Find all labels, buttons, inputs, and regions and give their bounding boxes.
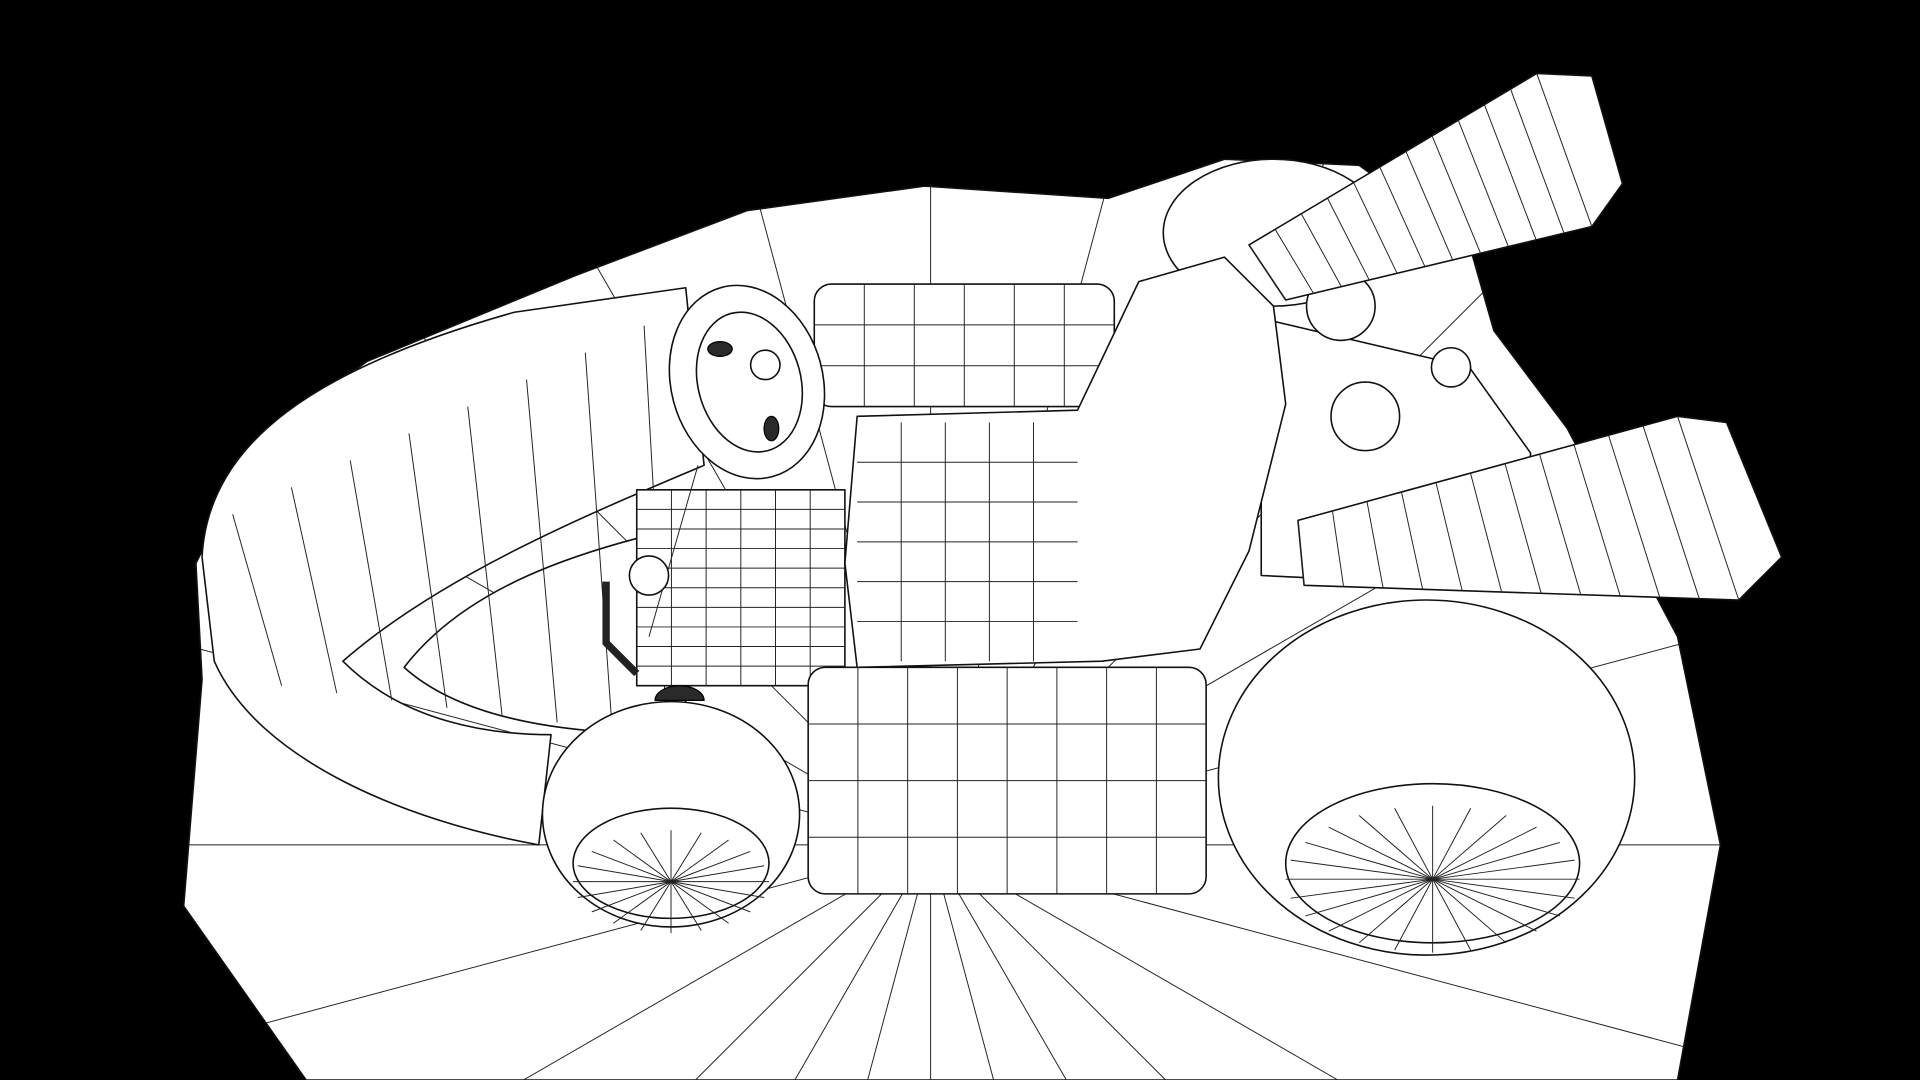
wire-edge [1305, 841, 1433, 880]
wire-edge [613, 839, 672, 883]
wire-edge [1248, 244, 1287, 301]
front-wheel [541, 700, 801, 934]
wire-edge [1305, 878, 1433, 917]
wire-edge [467, 406, 503, 716]
wire-edge [670, 881, 702, 931]
wire-edge [1379, 166, 1426, 267]
wire-edge [1290, 859, 1433, 880]
wire-edge [1608, 435, 1661, 598]
exhaust-upper [1248, 72, 1624, 301]
wire-edge [577, 865, 672, 883]
wire-edge [1358, 815, 1433, 880]
wire-edge [584, 352, 613, 730]
seat [844, 256, 1287, 669]
wire-edge [1432, 878, 1507, 944]
side-pod-lower [807, 666, 1207, 895]
wire-edge [1536, 73, 1593, 227]
wire-edge [613, 881, 672, 924]
wire-edge [1353, 182, 1398, 274]
wire-edge [640, 832, 672, 882]
wire-edge [1327, 197, 1370, 281]
wire-edge [1432, 826, 1537, 880]
wire-edge [526, 379, 558, 723]
wire-edge [1432, 878, 1575, 899]
wire-edge [1297, 520, 1305, 586]
wire-edge [591, 850, 672, 883]
wire-edge [1432, 878, 1537, 932]
wire-edge [591, 881, 672, 913]
wire-edge [1432, 841, 1561, 880]
wire-edge [1470, 472, 1503, 593]
wire-edge [1405, 151, 1454, 261]
pedal-assembly [602, 555, 705, 702]
wire-edge [1539, 454, 1582, 595]
wire-edge [670, 881, 765, 899]
wire-edge [1483, 104, 1537, 241]
side-pod-upper [813, 283, 1116, 408]
wire-edge [670, 881, 751, 913]
wire-edge [1510, 88, 1565, 234]
wire-edge [1435, 482, 1463, 591]
wire-edge [1394, 807, 1434, 880]
wire-edge [670, 839, 729, 883]
wire-edge [349, 460, 393, 701]
wire-edge [1573, 444, 1621, 597]
wire-edge [1290, 878, 1433, 899]
wire-edge [670, 850, 751, 883]
wire-edge [1328, 878, 1433, 932]
wire-edge [1358, 878, 1433, 944]
wire-edge [1394, 878, 1434, 951]
wire-edge [408, 433, 448, 708]
steering-wheel [648, 284, 826, 637]
wire-edge [670, 832, 702, 882]
wire-edge [1366, 501, 1384, 589]
wire-edge [1432, 878, 1472, 951]
wire-edge [1457, 120, 1509, 247]
wire-edge [577, 881, 672, 899]
chassis-center [635, 489, 846, 687]
wire-edge [1432, 859, 1575, 880]
wire-edge [1401, 491, 1424, 590]
wire-edge [1300, 213, 1342, 287]
wire-edge [640, 881, 672, 931]
wire-edge [1642, 425, 1700, 599]
wire-edge [232, 514, 283, 686]
wire-edge [670, 865, 765, 883]
wire-edge [1504, 463, 1542, 594]
wire-edge [1274, 229, 1314, 294]
wire-edge [1432, 807, 1472, 880]
wire-edge [1431, 135, 1481, 254]
wire-edge [1432, 815, 1507, 880]
rear-wheel [1217, 599, 1636, 956]
wire-edge [1432, 878, 1561, 917]
wire-edge [1677, 416, 1740, 601]
wire-edge [1328, 826, 1433, 880]
wire-edge [1331, 510, 1345, 587]
exhaust-lower [1297, 415, 1783, 601]
wire-edge [670, 881, 729, 924]
wire-edge [290, 487, 338, 694]
